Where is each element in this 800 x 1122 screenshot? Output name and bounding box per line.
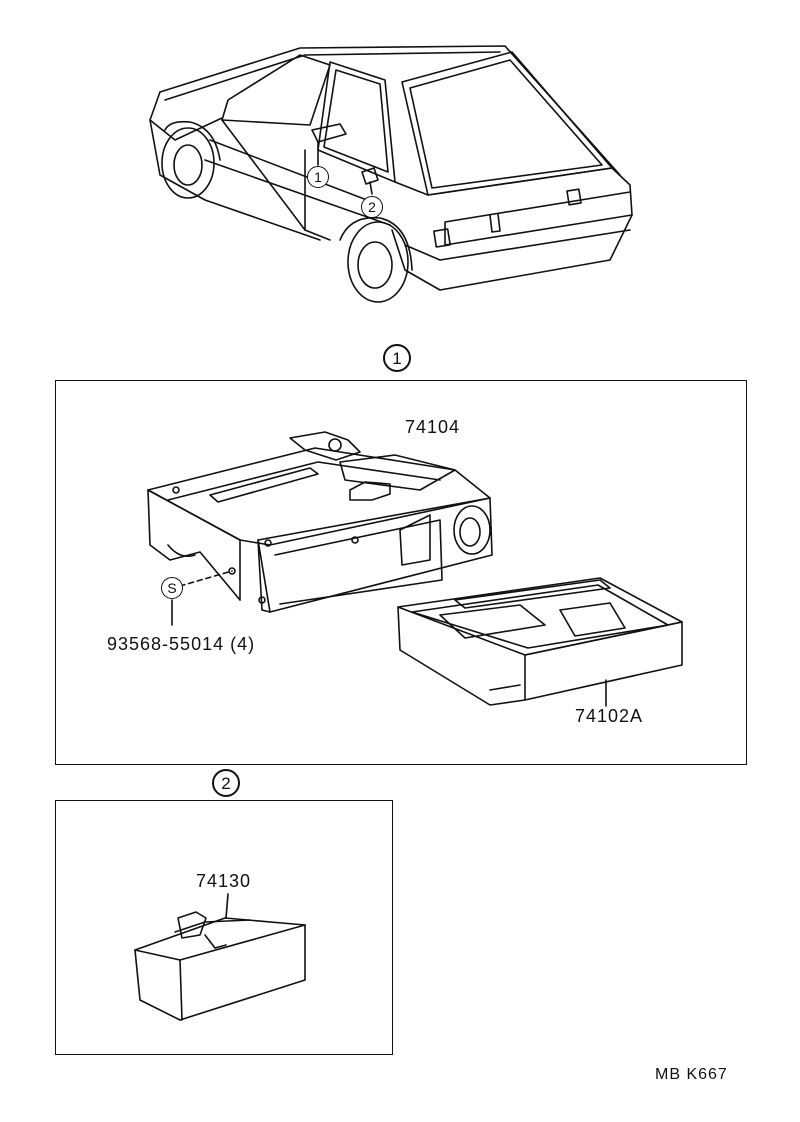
part-label-screw: 93568-55014 (4) — [107, 634, 256, 654]
front-ashtray-drawing — [397, 577, 683, 707]
car-callout-2-text: 2 — [368, 199, 376, 215]
part-label-74130: 74130 — [196, 871, 252, 891]
ashtray-housing-drawing — [147, 431, 493, 626]
panel-2-frame — [55, 800, 393, 1055]
panel-1-marker: 1 — [383, 344, 411, 372]
screw-callout: S — [161, 577, 183, 599]
panel-2-marker: 2 — [212, 769, 240, 797]
car-illustration — [149, 45, 633, 303]
panel-1-frame — [55, 380, 747, 765]
panel-2-marker-text: 2 — [221, 773, 231, 793]
rear-ashtray-drawing — [134, 893, 306, 1021]
part-label-74104: 74104 — [405, 417, 461, 437]
panel-1-marker-text: 1 — [392, 348, 402, 368]
diagram-code: MB K667 — [655, 1066, 728, 1083]
part-label-74102a: 74102A — [575, 706, 644, 726]
screw-callout-text: S — [167, 580, 177, 596]
car-callout-2: 2 — [361, 196, 383, 218]
car-callout-1: 1 — [307, 166, 329, 188]
car-callout-1-text: 1 — [314, 169, 322, 185]
